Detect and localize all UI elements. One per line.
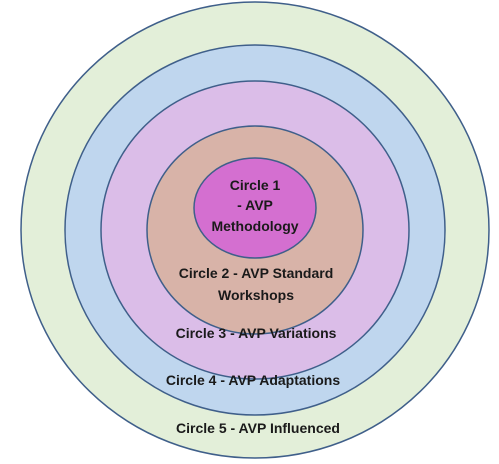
circle-4-label: Circle 4 - AVP Adaptations xyxy=(166,372,340,388)
circle-1-label-line-1: Circle 1 xyxy=(230,177,281,193)
circle-3-label: Circle 3 - AVP Variations xyxy=(176,325,337,341)
circle-1-label-line-3: Methodology xyxy=(211,218,298,234)
circle-1 xyxy=(193,157,317,259)
circle-2-label-line-2: Workshops xyxy=(218,287,294,303)
circle-5-label: Circle 5 - AVP Influenced xyxy=(176,420,340,436)
circle-2-label-line-1: Circle 2 - AVP Standard xyxy=(179,265,334,281)
circle-1-label-line-2: - AVP xyxy=(237,197,273,213)
